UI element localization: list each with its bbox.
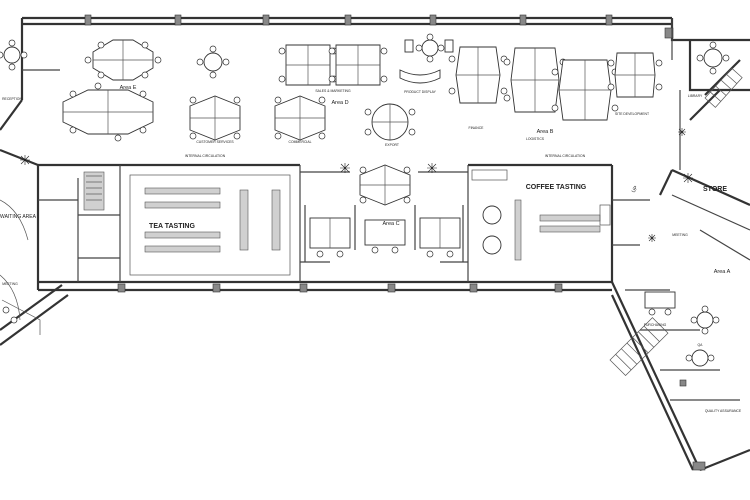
meeting-tables <box>0 33 730 367</box>
label-product-display: PRODUCT DISPLAY <box>404 90 436 94</box>
label-meeting: MEETING <box>2 282 18 286</box>
plants <box>20 128 693 242</box>
label-area-d: Area D <box>331 100 348 106</box>
building-outline <box>0 16 750 472</box>
label-purchasing: PURCHASING <box>644 323 667 327</box>
label-store: STORE <box>703 186 727 193</box>
stairs <box>609 67 743 377</box>
label-internal-circulation-left: INTERNAL CIRCULATION <box>185 154 226 158</box>
left-wing-details <box>0 199 41 335</box>
label-coffee-tasting: COFFEE TASTING <box>526 184 587 191</box>
label-area-a: Area A <box>714 269 731 275</box>
label-export: EXPORT <box>385 143 399 147</box>
label-library: LIBRARY <box>688 94 703 98</box>
label-area-c: Area C <box>382 221 399 227</box>
label-up: UP <box>631 184 640 194</box>
label-sales-marketing: SALES & MARKETING <box>315 89 351 93</box>
label-finance: FINANCE <box>469 126 485 130</box>
label-meeting-room: MEETING <box>672 233 688 237</box>
label-tea-tasting: TEA TASTING <box>149 223 195 230</box>
label-site-development: SITE DEVELOPMENT <box>615 112 649 116</box>
label-logistics: LOGISTICS <box>526 137 545 141</box>
label-waiting-area: WAITING AREA <box>0 214 37 220</box>
label-area-b: Area B <box>537 129 554 135</box>
product-display-counter <box>399 39 454 84</box>
label-qa: QA <box>698 343 704 347</box>
label-reception: RECEPTION <box>2 97 22 101</box>
structural-columns <box>84 14 706 471</box>
label-commercial: COMMERCIAL <box>289 140 312 144</box>
label-internal-circulation-right: INTERNAL CIRCULATION <box>545 154 586 158</box>
label-area-e: Area E <box>120 85 137 91</box>
room-labels: TEA TASTING COFFEE TASTING STORE WAITING… <box>0 85 742 413</box>
coffee-tasting-benches <box>471 169 611 261</box>
workstation-clusters <box>62 39 663 258</box>
label-customer-services: CUSTOMER SERVICES <box>196 140 234 144</box>
tea-tasting-benches <box>83 171 291 276</box>
cubicles-area-c <box>309 217 461 258</box>
label-quality-assurance: QUALITY ASSURANCE <box>705 409 742 413</box>
